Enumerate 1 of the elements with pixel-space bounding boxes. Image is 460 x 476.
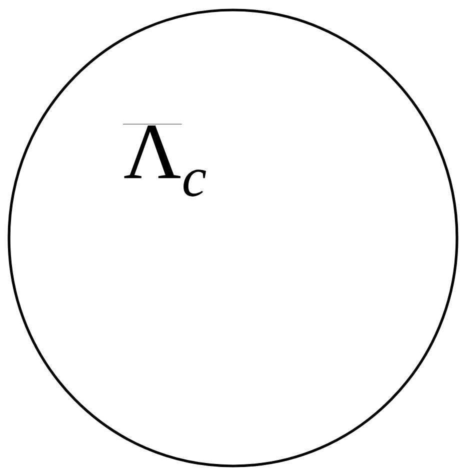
formula-label: $\overline{\Lambda}_c$ — [122, 124, 206, 196]
